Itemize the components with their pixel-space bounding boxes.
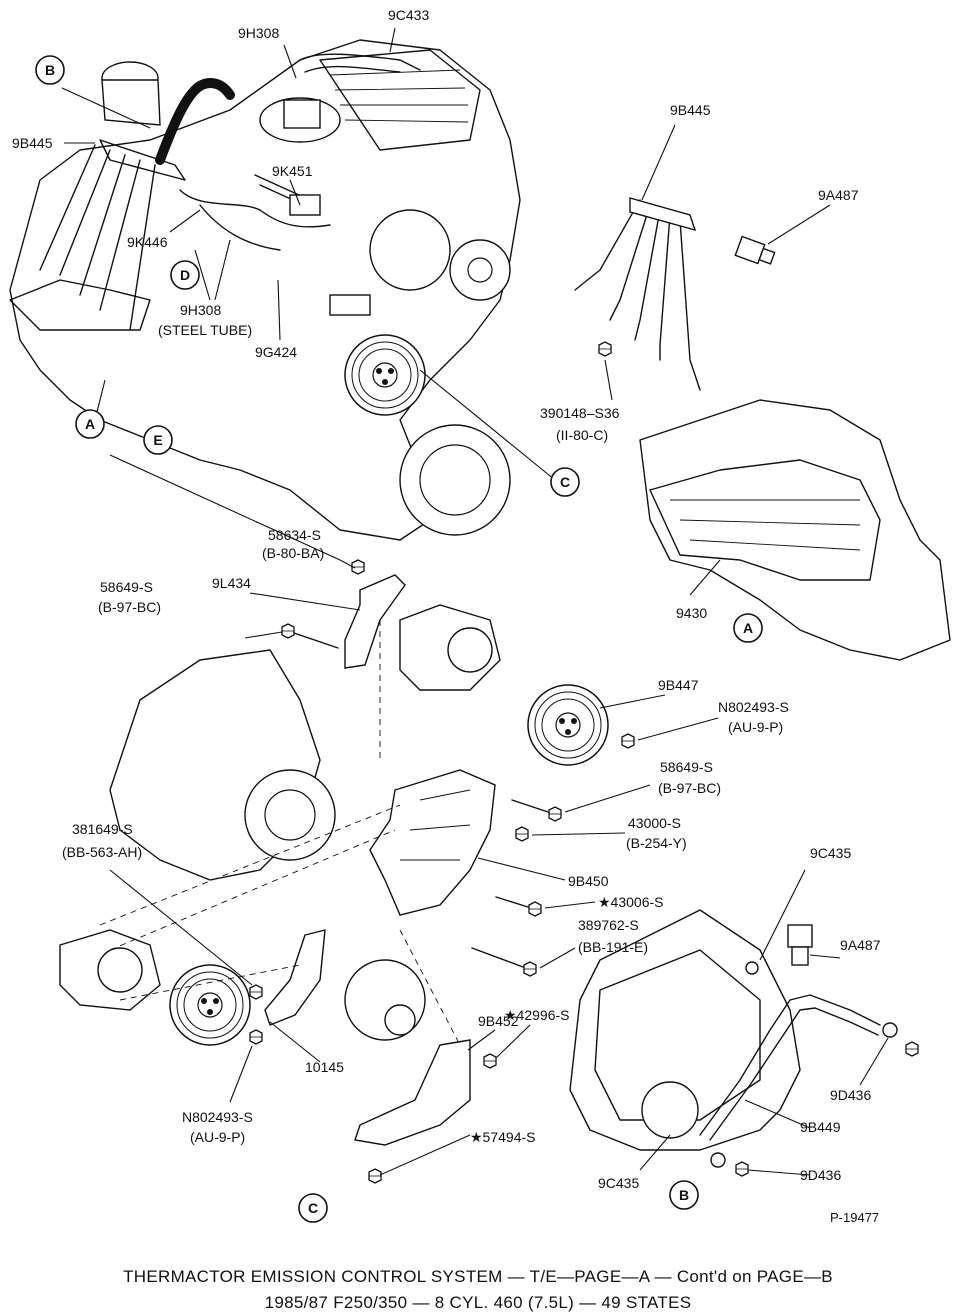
engine-top-left xyxy=(9,39,521,541)
callout-c-bottom: C xyxy=(298,1193,328,1223)
label-43000: 43000-S xyxy=(628,815,681,831)
label-bb191e: (BB-191-E) xyxy=(578,939,648,955)
label-n802493-b: N802493-S xyxy=(182,1109,253,1125)
label-steel-tube: (STEEL TUBE) xyxy=(158,322,252,338)
label-au9p-b: (AU-9-P) xyxy=(190,1129,245,1145)
label-9c435-bot: 9C435 xyxy=(598,1175,639,1191)
svg-text:B: B xyxy=(45,62,55,78)
detail-b-bottom-right xyxy=(569,909,919,1177)
label-9b445-left: 9B445 xyxy=(12,135,53,151)
manifold-top-right xyxy=(574,197,951,661)
label-43006: ★43006-S xyxy=(598,894,663,910)
part-labels: 9H308 9C433 9B445 9K451 9K446 9H308 (STE… xyxy=(12,7,881,1225)
label-9c435-top: 9C435 xyxy=(810,845,851,861)
label-57494: ★57494-S xyxy=(470,1129,535,1145)
callout-a-right: A xyxy=(733,613,763,643)
callout-b-top: B xyxy=(35,55,65,85)
figure-reference: P-19477 xyxy=(830,1210,879,1225)
label-9c433: 9C433 xyxy=(388,7,429,23)
label-9k451: 9K451 xyxy=(272,163,313,179)
label-9a487-top: 9A487 xyxy=(818,187,859,203)
label-9b447: 9B447 xyxy=(658,677,699,693)
label-b254y: (B-254-Y) xyxy=(626,835,687,851)
label-n802493-a: N802493-S xyxy=(718,699,789,715)
label-9b450: 9B450 xyxy=(568,873,609,889)
caption-line-1: THERMACTOR EMISSION CONTROL SYSTEM — T/E… xyxy=(123,1267,833,1286)
label-9b445-right: 9B445 xyxy=(670,102,711,118)
label-389762: 389762-S xyxy=(578,917,639,933)
callout-d: D xyxy=(170,260,200,290)
svg-text:B: B xyxy=(679,1187,689,1203)
svg-text:D: D xyxy=(180,267,190,283)
label-58649-a: 58649-S xyxy=(100,579,153,595)
svg-text:A: A xyxy=(85,416,95,432)
svg-text:C: C xyxy=(308,1200,318,1216)
label-10145: 10145 xyxy=(305,1059,344,1075)
svg-text:C: C xyxy=(560,474,570,490)
label-9h308-top: 9H308 xyxy=(238,25,279,41)
label-9b449: 9B449 xyxy=(800,1119,841,1135)
label-58634: 58634-S xyxy=(268,527,321,543)
label-9430: 9430 xyxy=(676,605,707,621)
label-ii80c: (II-80-C) xyxy=(556,427,608,443)
callout-b-bottom: B xyxy=(669,1180,699,1210)
footer-caption: THERMACTOR EMISSION CONTROL SYSTEM — T/E… xyxy=(123,1267,833,1312)
label-9d436-b: 9D436 xyxy=(800,1167,841,1183)
label-381649: 381649-S xyxy=(72,821,133,837)
leader-lines xyxy=(61,27,889,1176)
svg-text:A: A xyxy=(743,620,753,636)
label-9b452: 9B452 xyxy=(478,1013,519,1029)
callout-c-right: C xyxy=(550,467,580,497)
callout-a-left: A xyxy=(75,409,105,439)
label-au9p-a: (AU-9-P) xyxy=(728,719,783,735)
label-390148: 390148–S36 xyxy=(540,405,620,421)
label-b80ba: (B-80-BA) xyxy=(262,545,324,561)
label-9d436-a: 9D436 xyxy=(830,1087,871,1103)
label-bb563ah: (BB-563-AH) xyxy=(62,844,142,860)
svg-text:E: E xyxy=(153,432,162,448)
label-9g424: 9G424 xyxy=(255,344,297,360)
label-58649-b: 58649-S xyxy=(660,759,713,775)
label-9k446: 9K446 xyxy=(127,234,168,250)
callout-circles: B D A E C A C B xyxy=(35,55,763,1223)
label-b97bc-b: (B-97-BC) xyxy=(658,780,721,796)
label-42996: ★42996-S xyxy=(504,1007,569,1023)
pump-bracket-assembly xyxy=(59,559,635,1184)
caption-line-2: 1985/87 F250/350 — 8 CYL. 460 (7.5L) — 4… xyxy=(265,1293,692,1312)
label-9a487-bot: 9A487 xyxy=(840,937,881,953)
callout-e: E xyxy=(143,425,173,455)
label-b97bc-a: (B-97-BC) xyxy=(98,599,161,615)
label-9l434: 9L434 xyxy=(212,575,251,591)
label-9h308-mid: 9H308 xyxy=(180,302,221,318)
